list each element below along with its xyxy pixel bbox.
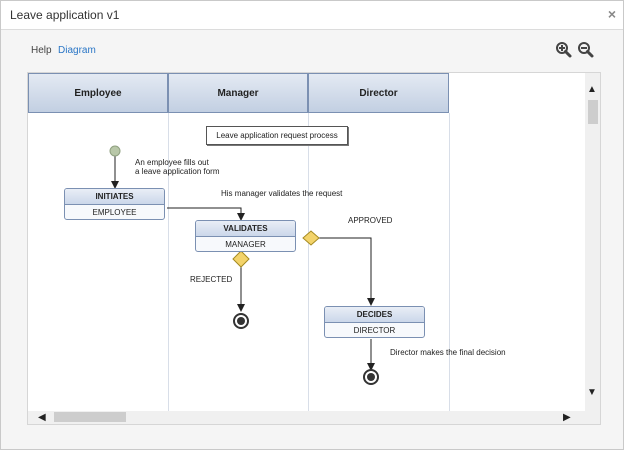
note-rejected: REJECTED xyxy=(190,275,233,284)
arrow-head xyxy=(237,304,245,312)
task-role: DIRECTOR xyxy=(353,326,396,335)
help-link[interactable]: Help xyxy=(31,45,52,56)
arrow-head xyxy=(237,213,245,221)
lane-header-employee: Employee xyxy=(28,73,168,113)
note-manager-validates: His manager validates the request xyxy=(221,189,343,198)
task-initiates[interactable]: INITIATES EMPLOYEE xyxy=(64,188,165,220)
vertical-scroll-thumb[interactable] xyxy=(588,100,598,124)
lane-divider xyxy=(449,113,450,413)
note-employee-fills-line2: a leave application form xyxy=(135,167,220,176)
horizontal-scrollbar[interactable] xyxy=(28,411,600,424)
gateway-diamond-icon xyxy=(302,230,320,246)
window-title: Leave application v1 xyxy=(10,8,120,22)
horizontal-scroll-thumb[interactable] xyxy=(54,412,126,422)
note-approved: APPROVED xyxy=(348,216,393,225)
start-event-icon xyxy=(109,145,121,157)
diagram-link[interactable]: Diagram xyxy=(58,45,96,56)
task-role: MANAGER xyxy=(225,240,266,249)
task-role: EMPLOYEE xyxy=(92,208,137,217)
arrow-head xyxy=(367,298,375,306)
scroll-left-icon[interactable]: ◀ xyxy=(38,412,46,423)
title-bar: Leave application v1 × xyxy=(1,1,623,30)
close-icon[interactable]: × xyxy=(607,6,616,22)
lane-header-director: Director xyxy=(308,73,449,113)
lane-divider xyxy=(308,113,309,413)
task-name: INITIATES xyxy=(65,189,164,205)
task-name: VALIDATES xyxy=(196,221,295,237)
lane-divider xyxy=(168,113,169,413)
connectors xyxy=(109,145,379,385)
task-decides[interactable]: DECIDES DIRECTOR xyxy=(324,306,425,338)
vertical-scrollbar[interactable] xyxy=(585,73,600,411)
zoom-in-icon[interactable] xyxy=(554,40,574,60)
note-employee-fills: An employee fills out xyxy=(135,158,209,167)
task-validates[interactable]: VALIDATES MANAGER xyxy=(195,220,296,252)
note-director-decides: Director makes the final decision xyxy=(390,348,506,357)
connector-line xyxy=(311,237,372,300)
diagram-viewport: Employee Manager Director xyxy=(27,72,601,425)
zoom-out-icon[interactable] xyxy=(576,40,596,60)
arrow-head xyxy=(367,363,375,371)
process-title-label: Leave application request process xyxy=(206,126,348,145)
gateway-diamond-icon xyxy=(232,250,250,268)
lane-header-manager: Manager xyxy=(168,73,308,113)
arrow-head xyxy=(111,181,119,189)
connector-line xyxy=(167,207,242,215)
end-event-icon xyxy=(367,373,375,381)
end-event-icon xyxy=(237,317,245,325)
scroll-right-icon[interactable]: ▶ xyxy=(563,412,571,423)
scroll-up-icon[interactable]: ▲ xyxy=(587,84,597,95)
task-name: DECIDES xyxy=(325,307,424,323)
scroll-down-icon[interactable]: ▼ xyxy=(587,387,597,398)
